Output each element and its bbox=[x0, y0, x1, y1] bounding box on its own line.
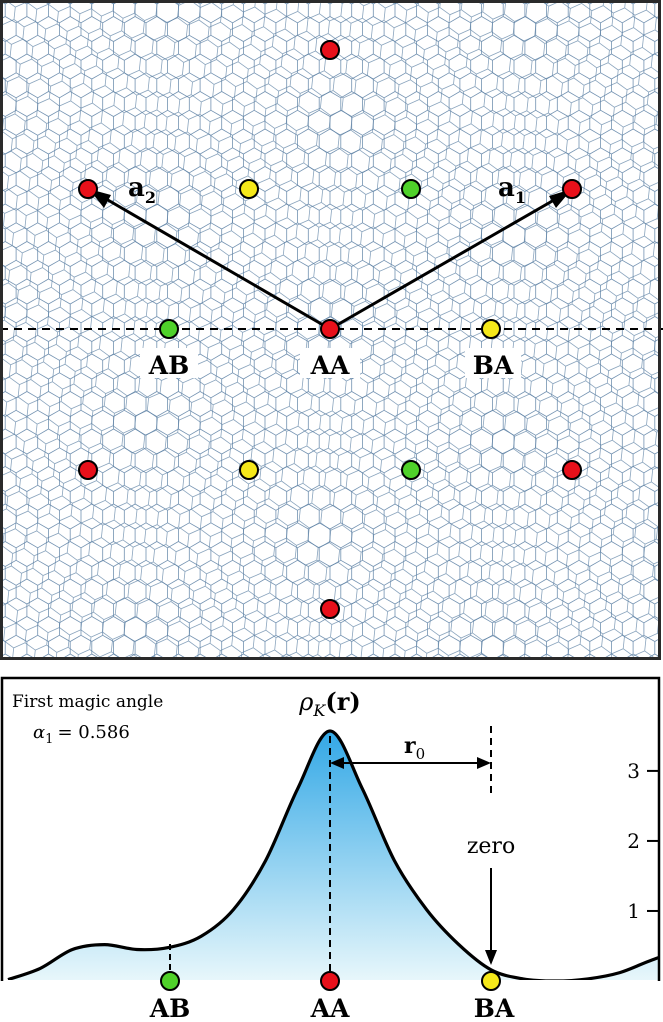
vector-a1-label: a1 bbox=[498, 173, 526, 207]
density-area-fill bbox=[8, 731, 659, 980]
ba-site bbox=[239, 460, 259, 480]
bottom-panel-frame bbox=[0, 676, 661, 981]
y-axis-ticks: 1 2 3 bbox=[627, 759, 659, 923]
honeycomb-layer bbox=[2, 2, 659, 658]
label-ab: AB bbox=[148, 351, 190, 380]
aa-site bbox=[562, 179, 582, 199]
y-tick-label: 1 bbox=[627, 899, 640, 923]
magic-angle-title: First magic angle bbox=[12, 692, 163, 712]
honeycomb-lattice bbox=[2, 2, 659, 658]
density-label: ρK(r) bbox=[298, 687, 360, 720]
ab-site bbox=[401, 179, 421, 199]
aa-site bbox=[562, 460, 582, 480]
label-ba: BA bbox=[473, 351, 514, 380]
ba-site bbox=[481, 319, 501, 339]
x-label-ab: AB bbox=[149, 994, 191, 1022]
x-label-aa: AA bbox=[310, 994, 350, 1022]
vector-a2-label: a2 bbox=[128, 173, 156, 207]
aa-marker bbox=[320, 971, 340, 991]
r0-label: r0 bbox=[404, 733, 425, 763]
r0-arrow bbox=[330, 757, 491, 769]
ba-marker bbox=[481, 971, 501, 991]
density-profile-panel: r0 zero ρK(r) First magic angle α1= 0.58… bbox=[0, 676, 661, 1022]
label-aa: AA bbox=[310, 351, 350, 380]
aa-site bbox=[320, 40, 340, 60]
y-tick-label: 3 bbox=[627, 759, 640, 783]
honeycomb-layer bbox=[2, 2, 659, 658]
aa-site bbox=[320, 599, 340, 619]
ab-site bbox=[159, 319, 179, 339]
x-label-ba: BA bbox=[474, 994, 515, 1022]
panel-frame bbox=[0, 0, 661, 660]
aa-site-origin bbox=[320, 319, 340, 339]
ab-site bbox=[401, 460, 421, 480]
magic-angle-value: α1= 0.586 bbox=[33, 722, 130, 747]
zero-arrow bbox=[485, 868, 497, 965]
site-label-backgrounds bbox=[140, 348, 521, 378]
ba-site bbox=[239, 179, 259, 199]
aa-site bbox=[78, 179, 98, 199]
y-tick-label: 2 bbox=[627, 829, 640, 853]
moire-lattice-panel: a1 a2 AB AA BA bbox=[0, 0, 663, 662]
aa-site bbox=[78, 460, 98, 480]
ab-marker bbox=[160, 971, 180, 991]
stacking-sites bbox=[78, 40, 582, 619]
zero-label: zero bbox=[467, 834, 515, 859]
